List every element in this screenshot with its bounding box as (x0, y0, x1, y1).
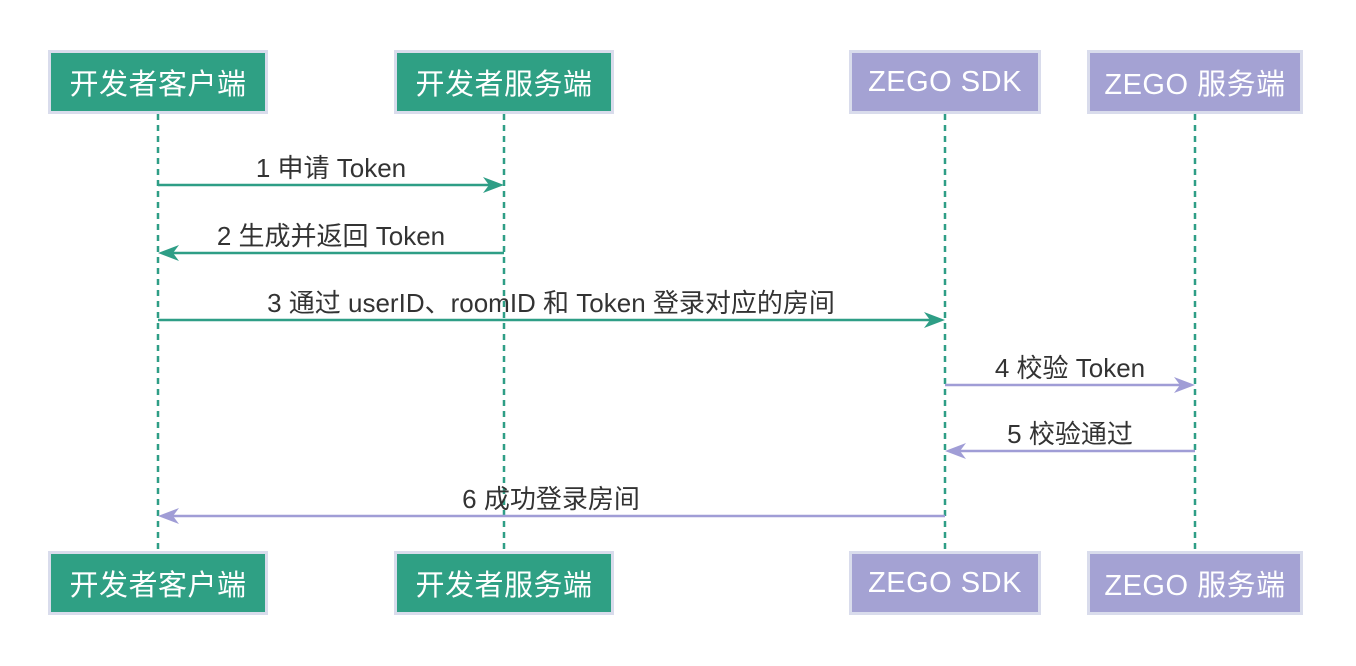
actor-box-dev-server-bottom: 开发者服务端 (394, 551, 614, 615)
message-label-6: 6 成功登录房间 (462, 484, 640, 514)
message-label-1: 1 申请 Token (255, 153, 407, 183)
actor-box-zego-server-top: ZEGO 服务端 (1087, 50, 1303, 114)
actor-box-dev-client-bottom: 开发者客户端 (48, 551, 268, 615)
actor-box-dev-client-top: 开发者客户端 (48, 50, 268, 114)
message-label-5: 5 校验通过 (1007, 419, 1133, 449)
actor-box-zego-server-bottom: ZEGO 服务端 (1087, 551, 1303, 615)
message-label-3: 3 通过 userID、roomID 和 Token 登录对应的房间 (267, 288, 835, 318)
message-label-4: 4 校验 Token (994, 353, 1146, 383)
actor-box-zego-sdk-bottom: ZEGO SDK (849, 551, 1041, 615)
message-label-2: 2 生成并返回 Token (216, 221, 446, 251)
actor-box-zego-sdk-top: ZEGO SDK (849, 50, 1041, 114)
actor-box-dev-server-top: 开发者服务端 (394, 50, 614, 114)
